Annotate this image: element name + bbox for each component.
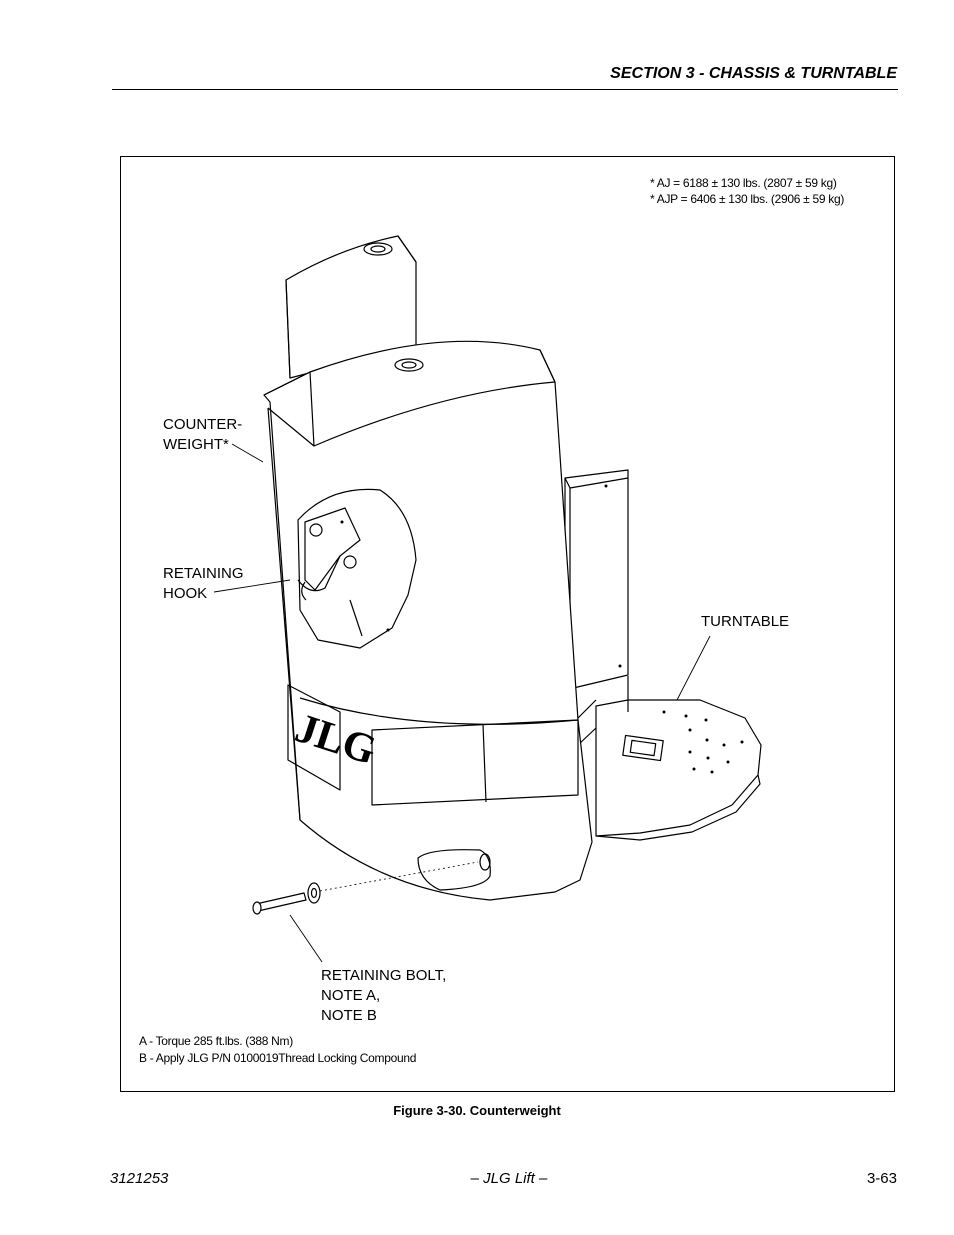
figure-caption: Figure 3-30. Counterweight	[393, 1103, 561, 1118]
counterweight-rear-tower	[285, 235, 417, 379]
note-b: B - Apply JLG P/N 0100019Thread Locking …	[139, 1051, 417, 1065]
turntable-label: TURNTABLE	[701, 613, 790, 630]
counterweight-label: COUNTER- WEIGHT*	[163, 416, 243, 453]
figure-frame	[120, 156, 895, 1092]
page-number: 3-63	[866, 1170, 897, 1187]
header-rule	[112, 89, 898, 90]
counterweight-body: JLG	[263, 340, 593, 901]
retaining-bolt	[252, 861, 479, 915]
retaining-hook-plate	[297, 488, 417, 649]
turntable-plate	[595, 699, 762, 841]
retaining-bolt-label: RETAINING BOLT, NOTE A, NOTE B	[321, 967, 447, 1024]
section-title: SECTION 3 - CHASSIS & TURNTABLE	[610, 65, 897, 82]
leader-lines	[213, 443, 711, 963]
footer-center: – JLG Lift –	[470, 1170, 548, 1187]
doc-number: 3121253	[110, 1170, 169, 1187]
weight-spec-aj: * AJ = 6188 ± 130 lbs. (2807 ± 59 kg)	[650, 176, 837, 190]
retaining-hook-label: RETAINING HOOK	[163, 565, 244, 602]
weight-spec-ajp: * AJP = 6406 ± 130 lbs. (2906 ± 59 kg)	[650, 192, 845, 206]
note-a: A - Torque 285 ft.lbs. (388 Nm)	[139, 1034, 293, 1048]
